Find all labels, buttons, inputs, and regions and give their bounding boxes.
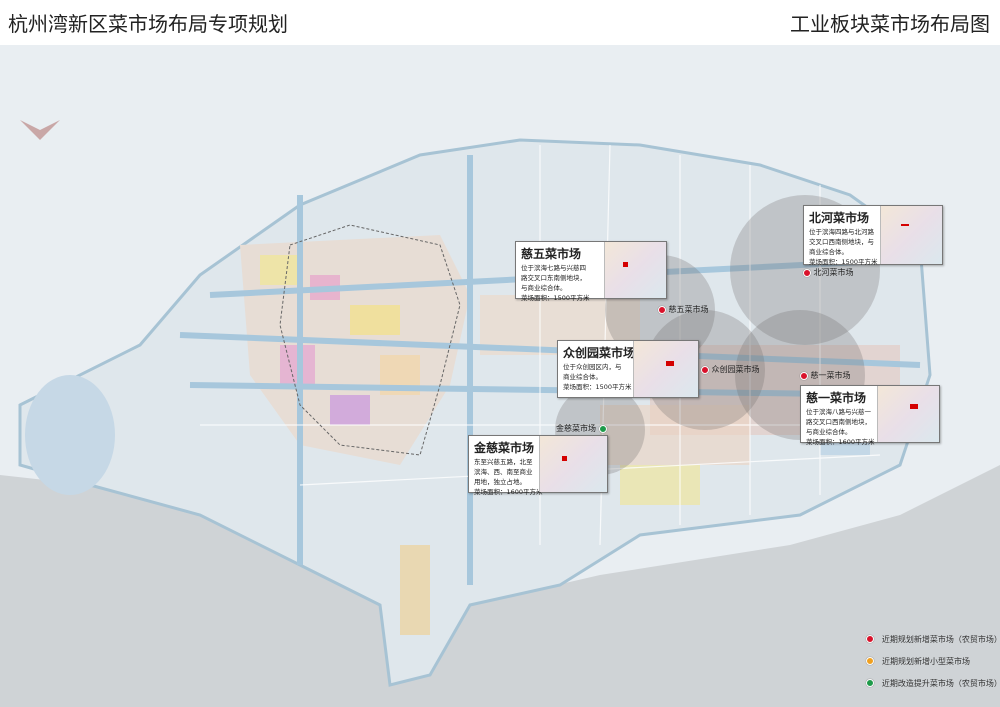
- orange-dot-icon: [866, 657, 874, 665]
- map-canvas[interactable]: 慈五菜市场 位于滨海七路与兴慈四路交叉口东南侧地块，与商业综合体。 菜场面积：1…: [0, 45, 1000, 707]
- southern-land: [0, 465, 1000, 707]
- new-market-dot-icon: [800, 371, 808, 380]
- industrial-boundary: [279, 224, 461, 456]
- callout-ciyi-market: 慈一菜市场 位于滨海八路与兴慈一路交叉口西南侧地块，与商业综合体。 菜场面积：1…: [800, 385, 940, 446]
- callout-ciwu-market: 慈五菜市场 位于滨海七路与兴慈四路交叉口东南侧地块，与商业综合体。 菜场面积：1…: [515, 241, 667, 302]
- callout-jinci-market: 金慈菜市场 东至兴慈五路，北至滨海、西、南至商业用地，独立占地。 菜场面积：16…: [468, 435, 608, 496]
- new-market-dot-icon: [658, 305, 666, 314]
- legend-item-new-small-market: 近期规划新增小型菜市场: [866, 650, 1000, 672]
- marker-jinci-market[interactable]: 金慈菜市场: [556, 423, 607, 434]
- map-title: 工业板块菜市场布局图: [790, 12, 990, 36]
- marker-ciwu-market[interactable]: 慈五菜市场: [658, 304, 709, 315]
- callout-beihe-market: 北河菜市场 位于滨海四路与北河路交叉口西南侧地块，与商业综合体。 菜场面积：15…: [803, 205, 943, 266]
- marker-zhongchuangyuan-market[interactable]: 众创园菜市场: [701, 364, 760, 375]
- legend: 近期规划新增菜市场（农贸市场） 近期规划新增小型菜市场 近期改造提升菜市场（农贸…: [866, 628, 1000, 694]
- red-dot-icon: [866, 635, 874, 643]
- marker-beihe-market[interactable]: 北河菜市场: [803, 267, 854, 278]
- new-market-dot-icon: [803, 268, 811, 277]
- callout-zhongchuangyuan-market: 众创园菜市场 位于众创园区内，与商业综合体。 菜场面积：1500平方米: [557, 340, 699, 398]
- new-market-dot-icon: [701, 365, 709, 374]
- marker-ciyi-market[interactable]: 慈一菜市场: [800, 370, 851, 381]
- green-dot-icon: [866, 679, 874, 687]
- legend-item-new-market: 近期规划新增菜市场（农贸市场）: [866, 628, 1000, 650]
- plan-title: 杭州湾新区菜市场布局专项规划: [8, 12, 288, 36]
- header: 杭州湾新区菜市场布局专项规划 工业板块菜市场布局图: [0, 0, 1000, 45]
- legend-item-upgrade-market: 近期改造提升菜市场（农贸市场）: [866, 672, 1000, 694]
- compass-rose-icon: [20, 120, 60, 140]
- upgrade-market-dot-icon: [598, 424, 607, 433]
- lake: [25, 375, 115, 495]
